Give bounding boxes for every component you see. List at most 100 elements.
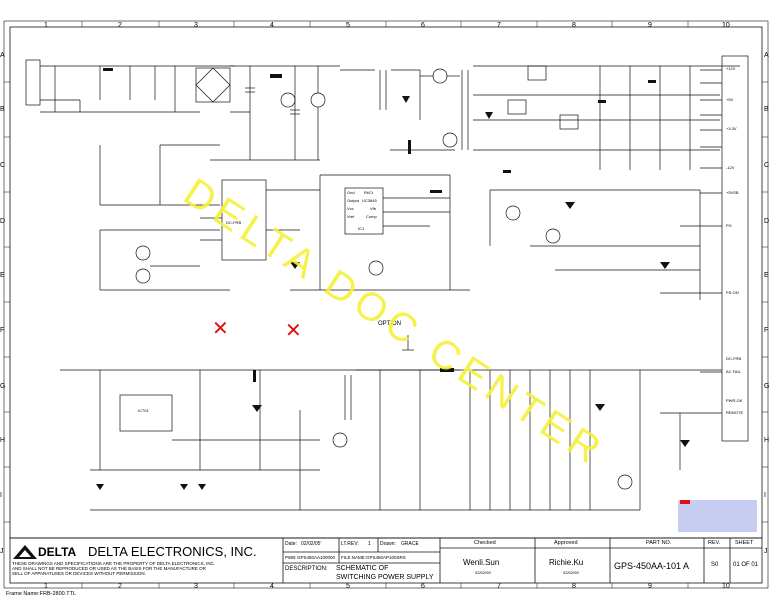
pwm-ic-label: DC-FRB <box>226 220 242 225</box>
row-letter-d-right: D <box>764 218 770 225</box>
pwb-label: PWB: <box>285 555 297 560</box>
row-letter-g: G <box>0 383 6 390</box>
component-marks <box>96 68 690 490</box>
col-number-2-bottom: 2 <box>118 583 122 590</box>
frame-name: Frame Name:FRB-2800.TTL <box>6 591 76 597</box>
uc3845-ic-label: IC1 <box>358 226 365 231</box>
row-letter-h: H <box>0 437 6 444</box>
ic-pin-output: Output <box>347 198 360 203</box>
out-12v-label: +12V <box>726 66 736 71</box>
file-name-value: GPS450AP100SRS <box>366 555 406 560</box>
lt-rev-value: 1 <box>368 541 371 547</box>
ac-fail-label: AC FAIL <box>726 369 741 374</box>
red-x-mark-2: ✕ <box>285 318 302 342</box>
row-letter-j-right: J <box>764 548 768 555</box>
row-letter-c-right: C <box>764 162 770 169</box>
uc3845-part-label: UC3845 <box>362 198 377 203</box>
row-letter-a: A <box>0 52 5 59</box>
ic-pin-gnd: Gnd <box>347 190 355 195</box>
description-line-1: SCHEMATIC OF <box>336 565 389 572</box>
disclaimer-line-3: SELL OF APPARATUSES OR DEVICES WITHOUT P… <box>12 571 146 576</box>
col-number-8-bottom: 8 <box>572 583 576 590</box>
col-number-4-bottom: 4 <box>270 583 274 590</box>
col-number-10-bottom: 10 <box>722 583 730 590</box>
option-label: OPTION <box>378 321 402 327</box>
col-number-8: 8 <box>572 22 576 29</box>
remote-label: REMOTE <box>726 410 744 415</box>
row-letter-g-right: G <box>764 383 770 390</box>
col-number-7-bottom: 7 <box>497 583 501 590</box>
row-letter-c: C <box>0 162 6 169</box>
rev-label: REV. <box>708 540 721 546</box>
col-number-2: 2 <box>118 22 122 29</box>
highlight-box <box>678 500 757 532</box>
row-letter-f: F <box>0 327 5 334</box>
row-letter-e-right: E <box>764 272 769 279</box>
date-value: 02/02/05' <box>301 541 322 547</box>
row-letter-b: B <box>0 106 5 113</box>
delta-logo-text: DELTA <box>38 545 77 559</box>
col-number-4: 4 <box>270 22 274 29</box>
col-number-9: 9 <box>648 22 652 29</box>
red-x-mark-1: ✕ <box>212 316 229 340</box>
row-letter-d: D <box>0 218 6 225</box>
checked-name: Wenli.Sun <box>463 558 500 567</box>
col-number-5-bottom: 5 <box>346 583 350 590</box>
description-label: DESCRIPTION: <box>285 566 328 572</box>
pwr-ok-label: PWR-OK <box>726 398 743 403</box>
col-number-1: 1 <box>44 22 48 29</box>
col-number-6: 6 <box>421 22 425 29</box>
supervisor-ic-label: DC-FRB <box>726 356 742 361</box>
row-letter-j: J <box>0 548 4 555</box>
row-letter-e: E <box>0 272 5 279</box>
date-label: Date: <box>285 541 297 547</box>
col-number-5: 5 <box>346 22 350 29</box>
col-number-10: 10 <box>722 22 730 29</box>
row-letter-b-right: B <box>764 106 769 113</box>
ps-on-label: PS-ON <box>726 290 739 295</box>
checked-date: 02/02/05' <box>475 570 492 575</box>
drawn-label: Drawn: <box>380 541 396 547</box>
row-letter-i: I <box>0 492 2 499</box>
out-5v-label: +5V <box>726 97 734 102</box>
col-number-9-bottom: 9 <box>648 583 652 590</box>
col-number-1-bottom: 1 <box>44 583 48 590</box>
approved-name: Richie.Ku <box>549 558 584 567</box>
row-letter-h-right: H <box>764 437 770 444</box>
pg-label: PG <box>726 223 732 228</box>
ic-pin-comp: Comp <box>366 214 377 219</box>
col-number-3: 3 <box>194 22 198 29</box>
description-line-2: SWITCHING POWER SUPPLY <box>336 574 434 581</box>
col-number-7: 7 <box>497 22 501 29</box>
out-3v3-label: +3.3V <box>726 126 737 131</box>
approved-label: Approved <box>554 540 578 546</box>
sheet-value: 01 OF 01 <box>733 562 759 568</box>
title-block-frame <box>9 537 763 584</box>
disclaimer-line-1: THESE DRAWINGS AND SPECIFICATIONS ARE TH… <box>12 561 216 566</box>
part-no-label: PART NO. <box>646 540 672 546</box>
out-5vsb-label: +5VSB <box>726 190 739 195</box>
ic-pin-vcc: Vcc <box>347 206 354 211</box>
ic-pin-vref: Vref <box>347 214 355 219</box>
pwb-value: GPS450AA100000 <box>297 555 336 560</box>
approved-date: 02/02/05' <box>563 570 580 575</box>
row-letter-f-right: F <box>764 327 769 334</box>
drawn-value: GRACE <box>401 541 419 547</box>
col-number-6-bottom: 6 <box>421 583 425 590</box>
ic-pin-rtct: Rt/Ct <box>364 190 374 195</box>
delta-logo-icon <box>13 545 37 559</box>
red-tag-mark <box>680 500 690 504</box>
col-number-3-bottom: 3 <box>194 583 198 590</box>
ic-pin-vfb: Vfb <box>370 206 377 211</box>
disclaimer-line-2: AND SHALL NOT BE REPRODUCED OR USED AS T… <box>12 566 206 571</box>
out-neg12-label: -12V <box>726 165 735 170</box>
sheet-label: SHEET <box>735 540 754 546</box>
part-no-value: GPS-450AA-101 A <box>614 561 690 571</box>
schematic-wiring <box>25 55 749 511</box>
company-name: DELTA ELECTRONICS, INC. <box>88 544 257 559</box>
lt-rev-label: LT.REV: <box>341 541 359 547</box>
row-letter-a-right: A <box>764 52 769 59</box>
standby-ic-label: IC701 <box>138 408 149 413</box>
checked-label: Checked <box>474 540 496 546</box>
